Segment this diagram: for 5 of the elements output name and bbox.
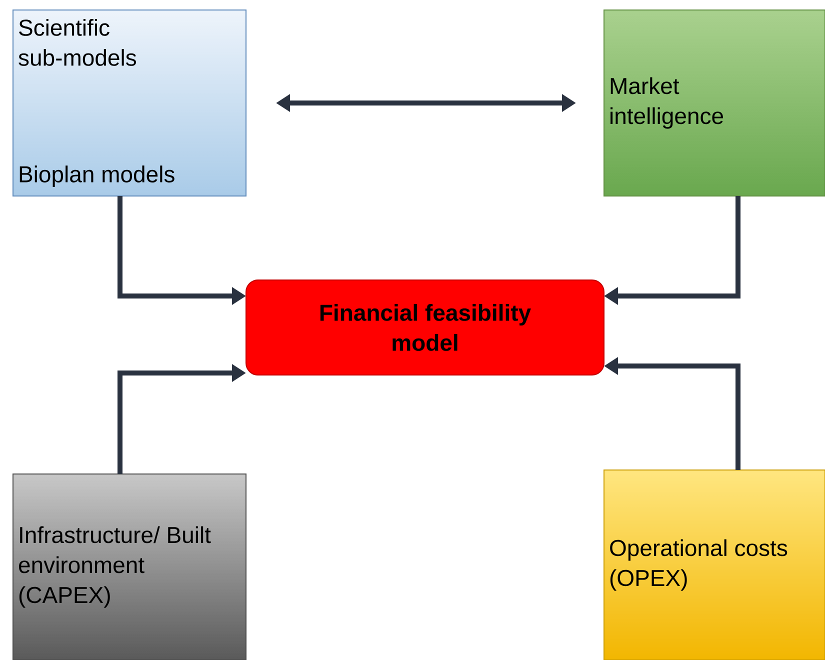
model-box: Infrastructure/ Built environment (CAPEX): [12, 474, 246, 660]
model-box: Scientific sub-models Bioplan models: [12, 10, 246, 196]
model-box: Financial feasibility model: [246, 280, 604, 376]
model-box: Market intelligence: [604, 10, 825, 196]
model-box: Operational costs (OPEX): [604, 470, 825, 660]
